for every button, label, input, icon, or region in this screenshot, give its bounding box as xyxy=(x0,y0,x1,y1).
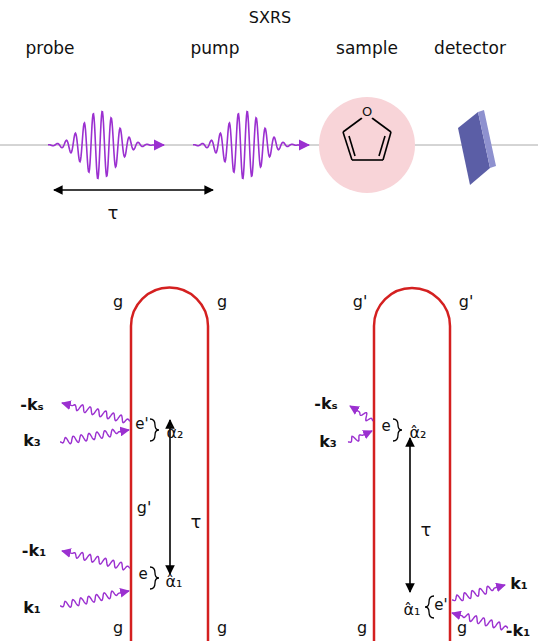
wavevector-label: k₁ xyxy=(510,576,528,592)
state-label: g' xyxy=(459,294,474,310)
photon-line xyxy=(60,591,129,607)
state-label: g xyxy=(357,620,367,636)
beam-label: pump xyxy=(191,40,240,57)
photon-line xyxy=(62,551,130,570)
contour-right xyxy=(374,288,450,641)
state-label: g xyxy=(457,620,467,636)
state-label: g xyxy=(217,620,227,636)
pulse-wave xyxy=(193,112,297,179)
beam-label: probe xyxy=(25,40,74,57)
photon-line xyxy=(350,406,373,421)
operator-label: α̂₁ xyxy=(404,602,421,618)
wavevector-label: -k₁ xyxy=(506,623,530,639)
detector-slab xyxy=(458,110,496,185)
delay-arrow xyxy=(54,189,213,191)
pulse-arrow xyxy=(297,144,309,146)
wavevector-label: -k₁ xyxy=(22,543,46,559)
wavevector-label: k₃ xyxy=(23,433,41,449)
state-label: g xyxy=(113,294,123,310)
beam-axis xyxy=(0,145,538,146)
photon-line xyxy=(348,431,372,442)
pulses xyxy=(48,112,309,179)
wavevector-label: -kₛ xyxy=(20,397,43,413)
beam-label: sample xyxy=(336,40,398,57)
delay-label: τ xyxy=(421,521,432,539)
beam-label: detector xyxy=(434,40,506,57)
state-label: g' xyxy=(137,500,152,516)
wavevector-label: -kₛ xyxy=(314,396,337,412)
operator-label: α̂₂ xyxy=(410,425,427,441)
photon-line xyxy=(60,429,129,443)
contour-left xyxy=(131,288,208,641)
atom-label: O xyxy=(361,105,373,118)
furan-ring xyxy=(343,118,391,160)
figure-title: SXRS xyxy=(249,10,291,26)
operator-label: α̂₁ xyxy=(166,574,183,590)
photon-line xyxy=(452,585,505,601)
photons xyxy=(60,403,508,630)
brackets xyxy=(150,419,434,618)
state-label: e' xyxy=(135,417,148,432)
state-label: e xyxy=(138,567,147,582)
delay-label: τ xyxy=(191,513,202,531)
wavevector-label: k₃ xyxy=(319,434,337,450)
delay-label: τ xyxy=(108,204,119,222)
operator-label: α̂₂ xyxy=(167,425,184,441)
state-label: e xyxy=(381,419,390,434)
pulse-arrow xyxy=(152,144,164,146)
state-label: g' xyxy=(353,294,368,310)
photon-line xyxy=(62,403,130,423)
state-label: g xyxy=(113,620,123,636)
state-label: g xyxy=(217,294,227,310)
delay-arrow xyxy=(409,438,411,592)
pulse-wave xyxy=(48,112,152,179)
state-label: e' xyxy=(434,598,447,613)
sample-circle xyxy=(319,97,415,193)
wavevector-label: k₁ xyxy=(23,600,41,616)
delay-arrow xyxy=(169,420,171,574)
